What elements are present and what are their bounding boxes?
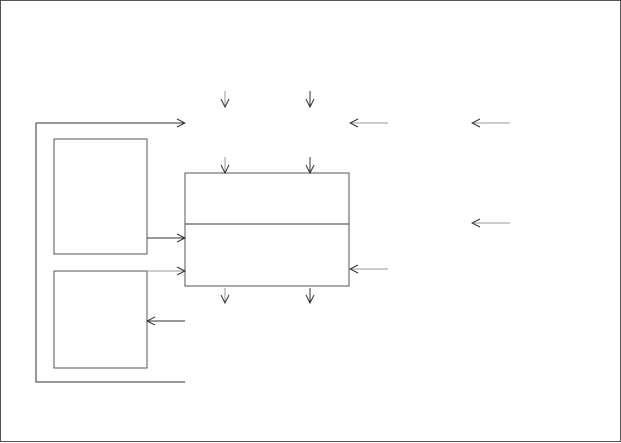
center-block (184, 172, 350, 287)
left-upper-block (53, 138, 148, 255)
left-lower-block (53, 270, 148, 369)
left-bracket-line (35, 123, 185, 383)
